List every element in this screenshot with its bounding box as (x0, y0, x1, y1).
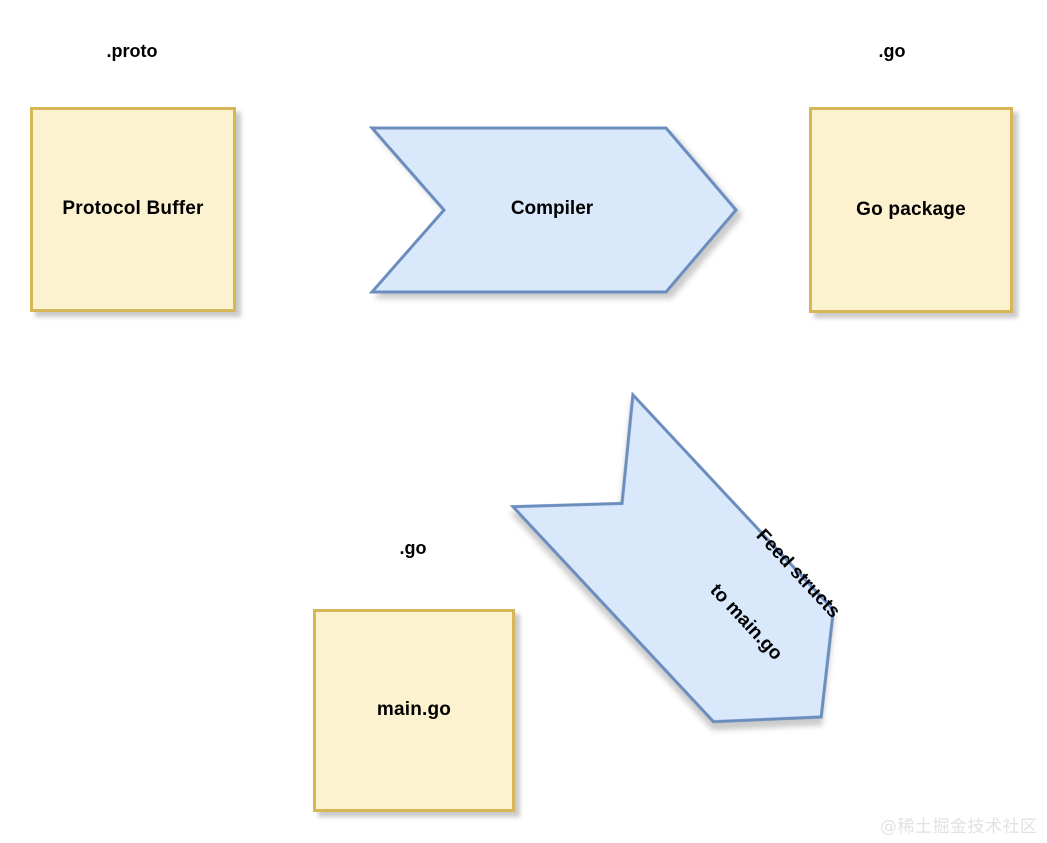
box-go-package[interactable]: Go package (809, 107, 1013, 313)
caption-go-main: .go (399, 538, 427, 558)
arrow-feed-structs-shape (509, 391, 835, 724)
arrow-compiler[interactable] (368, 126, 738, 294)
chevron-polygon (368, 126, 738, 294)
arrow-compiler-shape (368, 126, 738, 294)
caption-go-package: .go (878, 41, 906, 61)
watermark: @稀土掘金技术社区 (880, 817, 1038, 837)
chevron-polygon (509, 391, 835, 724)
caption-proto: .proto (106, 41, 158, 61)
box-main-go-label: main.go (376, 699, 452, 721)
box-protocol-buffer-label: Protocol Buffer (62, 198, 204, 220)
box-go-package-label: Go package (856, 198, 966, 220)
arrow-feed-structs[interactable] (509, 391, 884, 776)
box-main-go[interactable]: main.go (313, 609, 515, 812)
box-protocol-buffer[interactable]: Protocol Buffer (30, 107, 236, 312)
